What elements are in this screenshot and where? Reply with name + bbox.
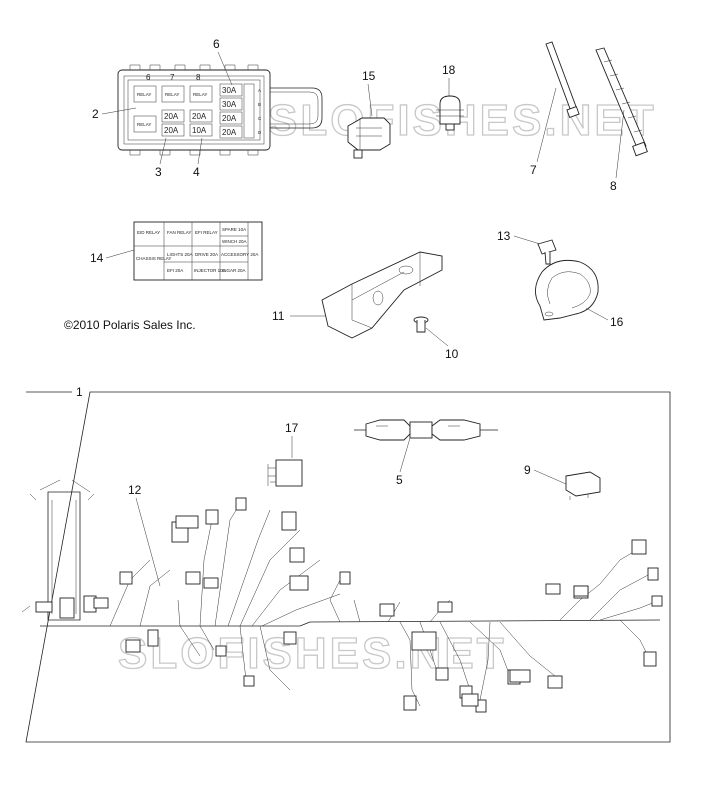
relay-label: RELAY xyxy=(165,92,179,97)
main-harness-12: 12 xyxy=(21,479,663,713)
fuse-box-top-digit: 8 xyxy=(196,73,201,82)
screw-13: 13 xyxy=(497,229,557,265)
fuse-label: 20A xyxy=(164,126,179,135)
svg-text:11: 11 xyxy=(272,309,285,323)
label-card-14: EID RELAY FAN RELAY EFI RELAY SPARE 10A … xyxy=(90,221,263,281)
label-cell: WINCH 20A xyxy=(222,239,247,244)
callout-3: 3 xyxy=(155,137,167,179)
fuse-row-letter: C xyxy=(258,116,262,121)
fuse-row-letter: B xyxy=(258,102,261,107)
fuse-box: 6 7 8 RELAY RELAY RELAY RELAY 30A 30A 20… xyxy=(117,64,323,156)
inline-connector-5: 5 xyxy=(354,419,498,487)
callout-2: 2 xyxy=(92,107,137,121)
bracket-11: 11 xyxy=(272,251,443,339)
relay-label: RELAY xyxy=(137,122,151,127)
svg-text:14: 14 xyxy=(90,251,104,265)
fuse-box-top-digit: 7 xyxy=(170,73,175,82)
svg-text:1: 1 xyxy=(76,385,83,399)
fuse-label: 20A xyxy=(222,114,237,123)
svg-text:6: 6 xyxy=(213,37,220,51)
cable-tie-8: 8 xyxy=(595,47,648,193)
cable-tie-7: 7 xyxy=(530,41,580,177)
relay-label: RELAY xyxy=(137,92,151,97)
svg-text:7: 7 xyxy=(530,163,537,177)
svg-text:13: 13 xyxy=(497,229,511,243)
watermark-top: SLOFISHES.NET xyxy=(268,96,657,145)
fuse-label: 30A xyxy=(222,86,237,95)
harness-frame-1: 1 xyxy=(25,385,671,743)
copyright-notice: ©2010 Polaris Sales Inc. xyxy=(64,318,196,332)
svg-text:18: 18 xyxy=(442,63,456,77)
relay-label: RELAY xyxy=(193,92,207,97)
callout-4: 4 xyxy=(193,137,203,179)
svg-text:8: 8 xyxy=(610,179,617,193)
svg-text:5: 5 xyxy=(396,473,403,487)
svg-text:10: 10 xyxy=(445,347,459,361)
svg-text:12: 12 xyxy=(128,483,142,497)
fuse-row-letter: D xyxy=(258,130,262,135)
label-cell: EID RELAY xyxy=(137,230,160,235)
fuse-label: 20A xyxy=(192,112,207,121)
clamp-16: 16 xyxy=(535,259,624,329)
svg-text:3: 3 xyxy=(155,165,162,179)
module-9: 9 xyxy=(524,463,601,500)
label-cell: CHASSIS RELAY xyxy=(136,256,171,261)
label-cell: SPARE 10A xyxy=(222,227,246,232)
svg-text:9: 9 xyxy=(524,463,531,477)
fuse-label: 20A xyxy=(222,128,237,137)
rivet-10: 10 xyxy=(413,316,459,361)
label-cell: LIGHTS 20A xyxy=(167,252,193,257)
clip-18: 18 xyxy=(436,63,464,131)
label-cell: CIGAR 20A xyxy=(222,268,246,273)
svg-text:16: 16 xyxy=(610,315,624,329)
label-cell: ACCESSORY 20A xyxy=(221,252,258,257)
connector-15: 15 xyxy=(347,69,391,159)
label-cell: EFI RELAY xyxy=(195,230,218,235)
svg-text:17: 17 xyxy=(285,421,299,435)
svg-text:2: 2 xyxy=(92,107,99,121)
fuse-row-letter: A xyxy=(258,88,261,93)
fuse-label: 10A xyxy=(192,126,207,135)
callout-6: 6 xyxy=(213,37,233,86)
label-cell: DRIVE 20A xyxy=(195,252,218,257)
fuse-box-top-digit: 6 xyxy=(146,73,151,82)
svg-text:4: 4 xyxy=(193,165,200,179)
relay-17: 17 xyxy=(267,421,303,487)
fuse-label: 20A xyxy=(164,112,179,121)
label-cell: FAN RELAY xyxy=(167,230,191,235)
label-cell: EFI 20A xyxy=(167,268,183,273)
svg-text:15: 15 xyxy=(362,69,376,83)
fuse-label: 30A xyxy=(222,100,237,109)
label-cell: INJECTOR 10A xyxy=(194,268,226,273)
